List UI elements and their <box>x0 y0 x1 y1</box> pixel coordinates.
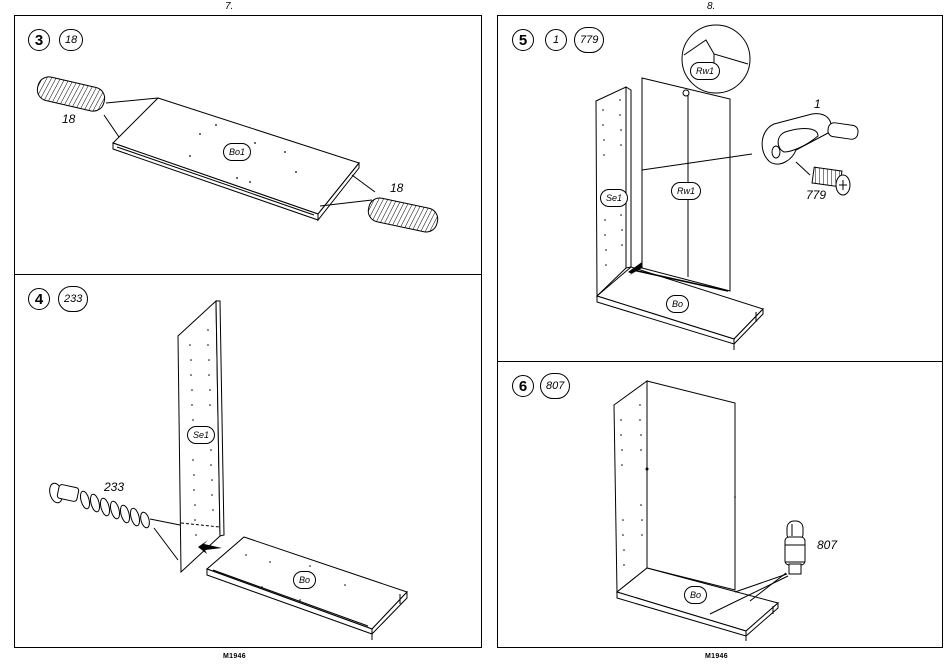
step-5-bottom-panel-label: Bo <box>666 295 689 313</box>
step-5-detail-label: Rw1 <box>690 62 720 80</box>
step-3-dowel-left-label: 18 <box>62 112 75 126</box>
step-6-part-807-badge: 807 <box>540 373 570 399</box>
step-3-shelf-label: Bo1 <box>223 143 251 161</box>
step-5-side-panel-label: Se1 <box>600 189 628 207</box>
step-5-screw-label: 779 <box>806 188 826 202</box>
step-4-fitting-label: 233 <box>104 480 124 494</box>
step-3-dowel-right-label: 18 <box>390 181 403 195</box>
bracket-1-drawing <box>762 114 859 164</box>
step-5-part-1-badge: 1 <box>545 29 567 51</box>
step-4-part-233-badge: 233 <box>58 286 88 312</box>
step-5-part-779-badge: 779 <box>574 27 604 53</box>
step-5-back-panel-label: Rw1 <box>671 182 701 200</box>
step-6-support-label: 807 <box>817 538 837 552</box>
step-3-badge: 3 <box>28 29 50 51</box>
step-3-part-18-badge: 18 <box>59 29 83 51</box>
step-6-badge: 6 <box>512 375 534 397</box>
step-4-badge: 4 <box>28 288 50 310</box>
step-6-bottom-panel-label: Bo <box>684 586 707 604</box>
step-5-bracket-label: 1 <box>814 97 821 111</box>
step-5-badge: 5 <box>512 29 534 51</box>
step-4-side-panel-label: Se1 <box>187 426 215 444</box>
step-4-bottom-panel-label: Bo <box>293 571 316 589</box>
